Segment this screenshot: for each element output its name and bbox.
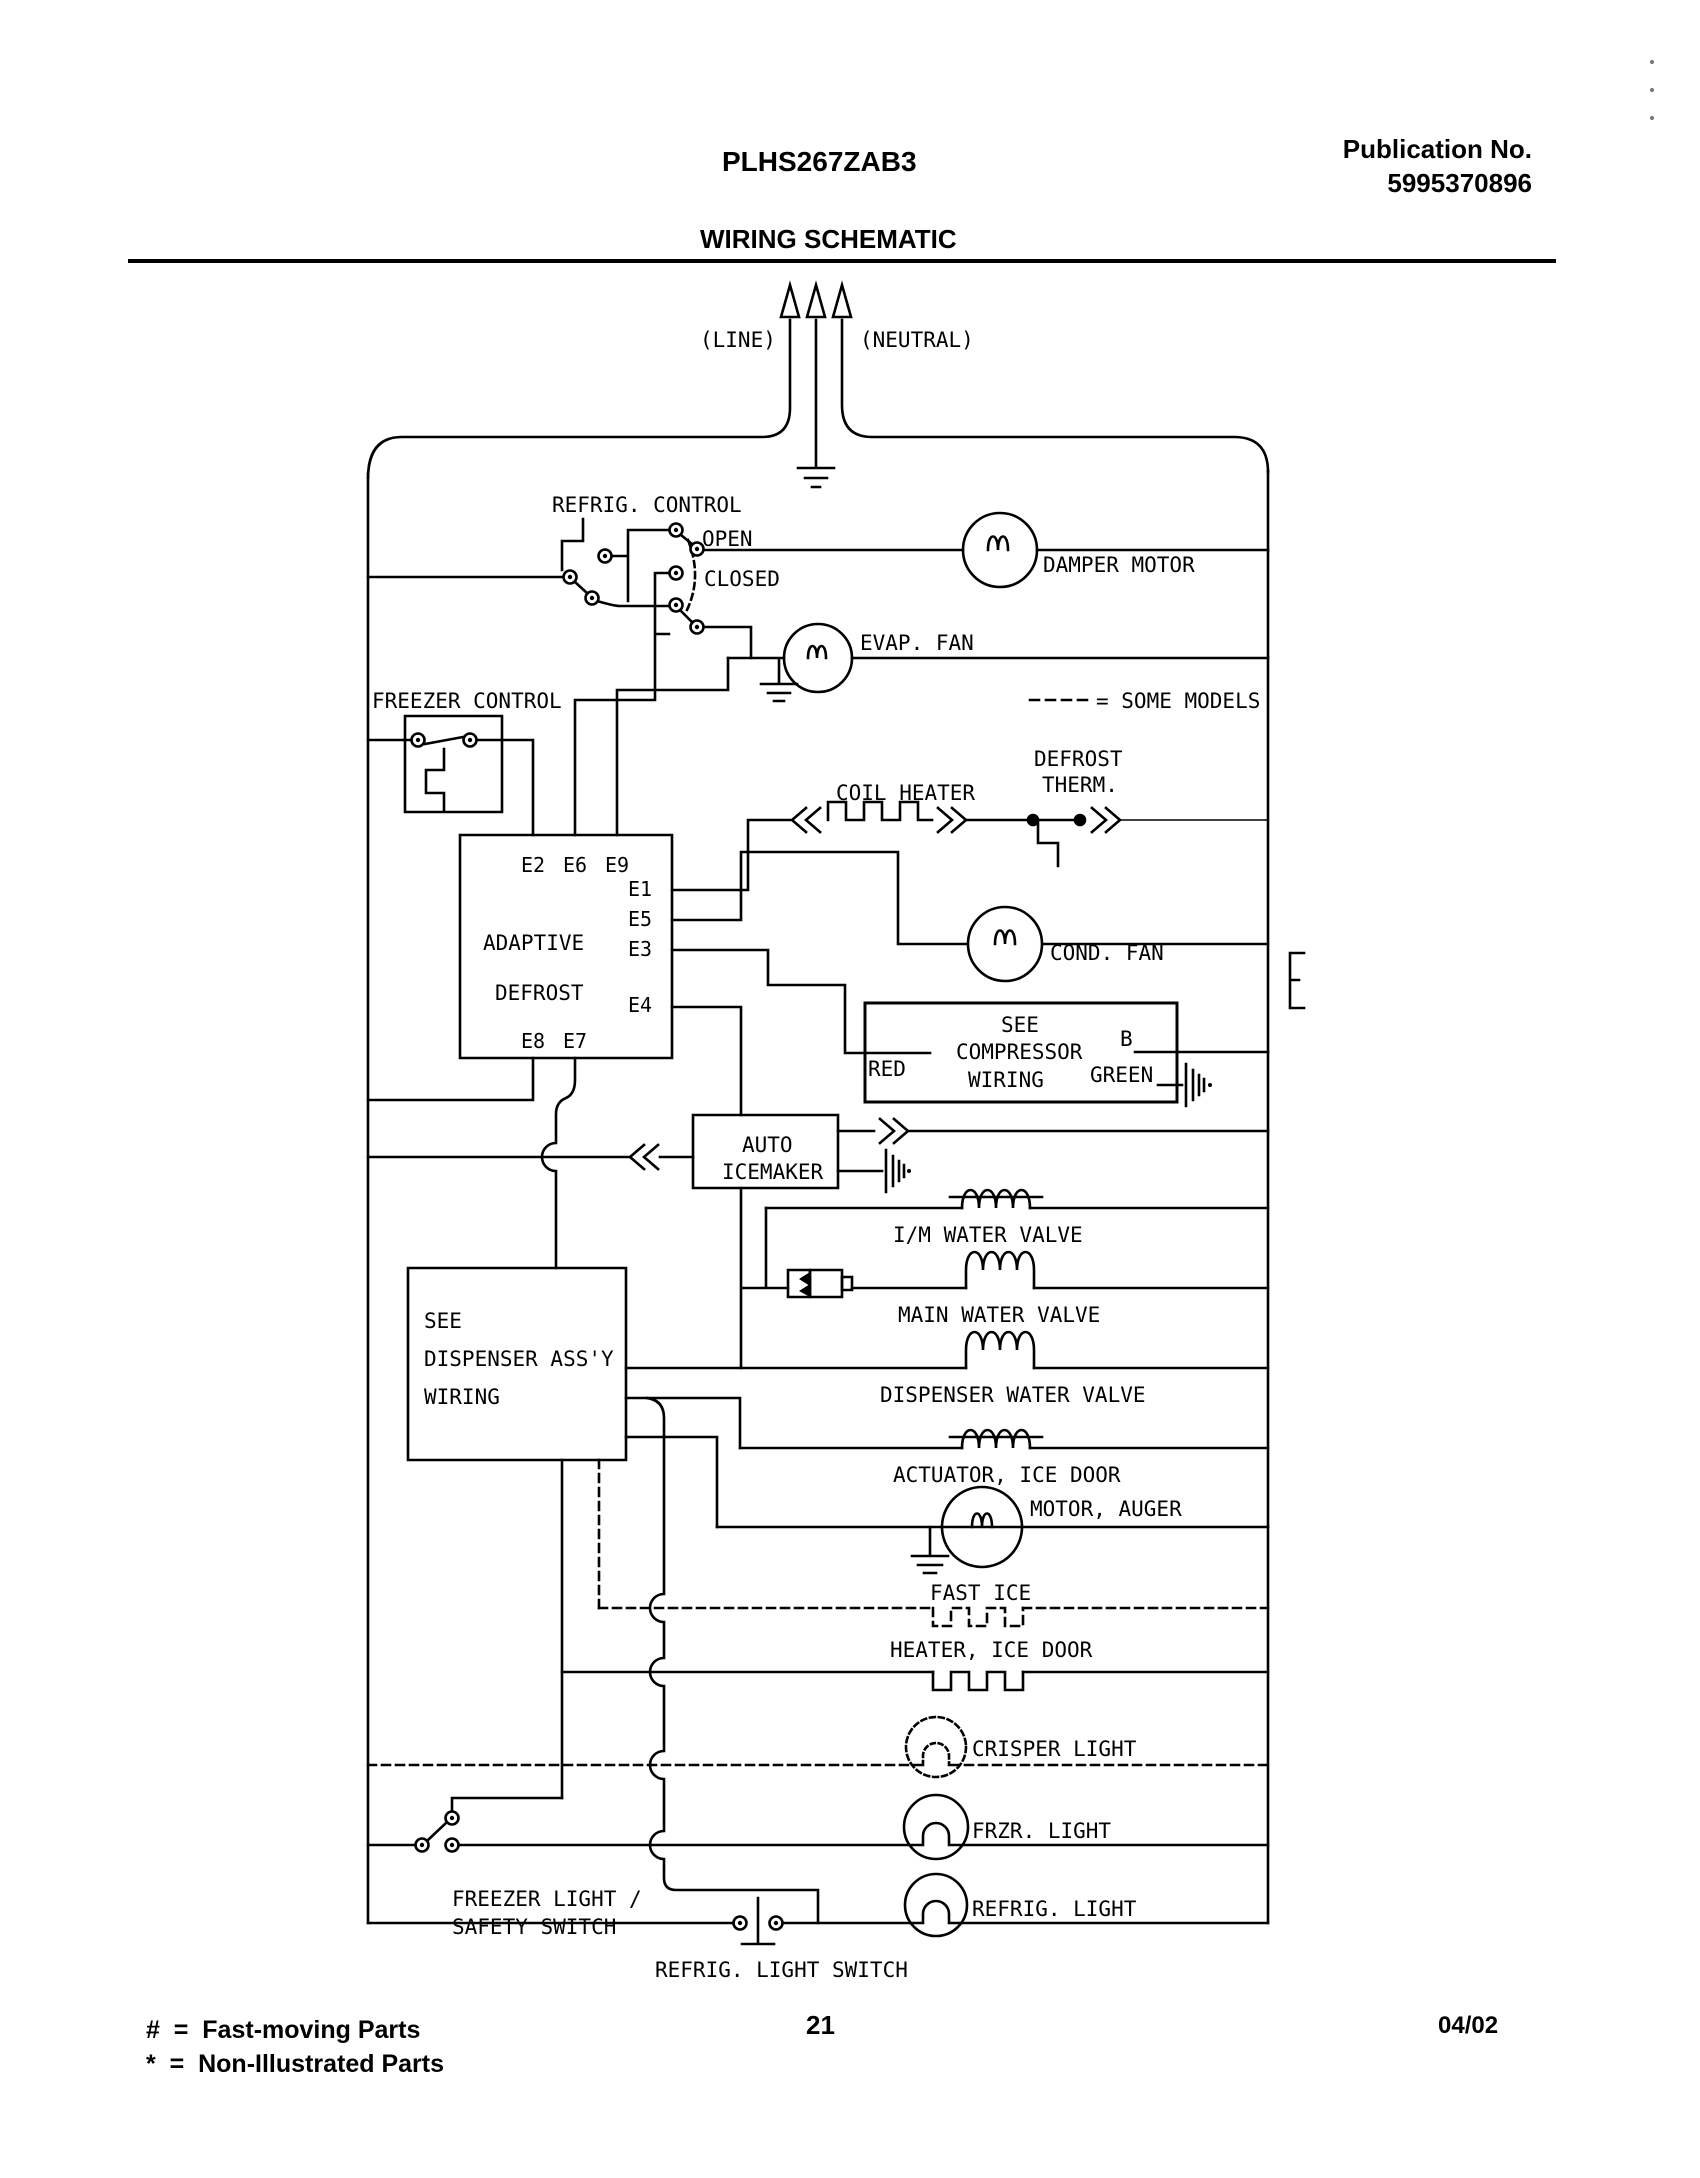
- main-water-valve-symbol: [788, 1252, 1268, 1297]
- freezer-light-safety-switch: [368, 1798, 921, 1852]
- red-wire-label: RED: [868, 1057, 906, 1081]
- chassis-ground-icon: [886, 1150, 904, 1192]
- publication-number: 5995370896: [1387, 168, 1532, 198]
- title-rule: [128, 259, 1556, 263]
- pin-e6: E6: [563, 853, 587, 877]
- publication-label: Publication No.: [1342, 134, 1532, 164]
- coil-heater-label: COIL HEATER: [836, 781, 975, 805]
- earth-ground-icon: [798, 468, 834, 487]
- lights-feeder-wire: [647, 1398, 818, 1923]
- defrost-therm-label-2: THERM.: [1042, 773, 1118, 797]
- publication-date: 04/02: [1438, 2012, 1499, 2039]
- damper-motor-symbol: [963, 513, 1037, 587]
- freezer-light-safety-label-1: FREEZER LIGHT /: [452, 1887, 642, 1911]
- evap-fan-label: EVAP. FAN: [860, 631, 974, 655]
- pin-e8: E8: [521, 1029, 545, 1053]
- green-wire-label: GREEN: [1090, 1063, 1153, 1087]
- cond-fan-symbol: [968, 907, 1268, 981]
- compressor-label-2: COMPRESSOR: [956, 1040, 1083, 1064]
- adaptive-defrost-label-1: ADAPTIVE: [483, 931, 584, 955]
- refrig-light-symbol: [905, 1874, 1268, 1936]
- pin-e9: E9: [605, 853, 629, 877]
- fast-moving-legend: # = Fast-moving Parts: [146, 2016, 421, 2044]
- im-water-valve-label: I/M WATER VALVE: [893, 1223, 1083, 1247]
- crisper-light-symbol: [368, 1717, 1268, 1777]
- defrost-therm-symbol: [966, 808, 1268, 866]
- adaptive-defrost-box: [368, 820, 966, 1268]
- freezer-light-safety-label-2: SAFETY SWITCH: [452, 1915, 616, 1939]
- frzr-light-symbol: [904, 1795, 1268, 1859]
- heater-ice-door-symbol: [562, 1460, 1268, 1798]
- open-label: OPEN: [702, 527, 753, 551]
- page-number: 21: [806, 2010, 835, 2040]
- closed-label: CLOSED: [704, 567, 780, 591]
- scan-speck: [1650, 116, 1654, 120]
- connector-bracket-icon: [1290, 953, 1304, 1008]
- adaptive-defrost-label-2: DEFROST: [495, 981, 584, 1005]
- pin-e5: E5: [628, 907, 652, 931]
- dispenser-box-label-2: DISPENSER ASS'Y: [424, 1347, 614, 1371]
- non-illustrated-legend: * = Non-Illustrated Parts: [146, 2050, 444, 2078]
- cond-fan-label: COND. FAN: [1050, 941, 1164, 965]
- b-wire-label: B: [1120, 1027, 1133, 1051]
- scan-speck: [1650, 60, 1654, 64]
- chassis-ground-icon: [1186, 1064, 1204, 1106]
- main-water-valve-label: MAIN WATER VALVE: [898, 1303, 1100, 1327]
- damper-motor-label: DAMPER MOTOR: [1043, 553, 1195, 577]
- heater-ice-door-label: HEATER, ICE DOOR: [890, 1638, 1093, 1662]
- auto-icemaker-label-1: AUTO: [742, 1133, 793, 1157]
- power-entry-wires: [368, 285, 1268, 487]
- freezer-control-symbol: [368, 716, 533, 835]
- dispenser-box-label-3: WIRING: [424, 1385, 500, 1409]
- earth-ground-icon: [912, 1527, 948, 1573]
- refrig-light-switch-symbol: [368, 1898, 921, 1944]
- compressor-label-3: WIRING: [968, 1068, 1044, 1092]
- dispenser-assy-box: [408, 1268, 626, 1460]
- actuator-ice-door-label: ACTUATOR, ICE DOOR: [893, 1463, 1121, 1487]
- im-water-valve-symbol: [766, 1190, 1268, 1208]
- pin-e2: E2: [521, 853, 545, 877]
- model-number: PLHS267ZAB3: [722, 146, 917, 177]
- refrig-light-switch-label: REFRIG. LIGHT SWITCH: [655, 1958, 908, 1982]
- motor-auger-symbol: [626, 1437, 1268, 1573]
- defrost-therm-label-1: DEFROST: [1034, 747, 1123, 771]
- compressor-label-1: SEE: [1001, 1013, 1039, 1037]
- refrig-light-label: REFRIG. LIGHT: [972, 1897, 1137, 1921]
- dispenser-water-valve-symbol: [626, 1332, 1268, 1368]
- motor-auger-label: MOTOR, AUGER: [1030, 1497, 1182, 1521]
- auto-icemaker-symbol: [368, 1115, 1268, 1368]
- pin-e3: E3: [628, 937, 652, 961]
- fast-ice-label: FAST ICE: [930, 1581, 1031, 1605]
- fast-ice-symbol: [599, 1460, 1268, 1626]
- coil-heater-symbol: [792, 802, 966, 832]
- frzr-light-label: FRZR. LIGHT: [972, 1819, 1111, 1843]
- evap-fan-symbol: [617, 624, 1268, 835]
- pin-e7: E7: [563, 1029, 587, 1053]
- line-label: (LINE): [700, 328, 776, 352]
- dispenser-box-label-1: SEE: [424, 1309, 462, 1333]
- neutral-label: (NEUTRAL): [860, 328, 974, 352]
- compressor-box: [865, 953, 1304, 1106]
- pin-e1: E1: [628, 877, 652, 901]
- crisper-light-label: CRISPER LIGHT: [972, 1737, 1137, 1761]
- pin-e4: E4: [628, 993, 652, 1017]
- refrig-control-label: REFRIG. CONTROL: [552, 493, 742, 517]
- auto-icemaker-label-2: ICEMAKER: [722, 1160, 824, 1184]
- scan-speck: [1650, 88, 1654, 92]
- page-title: WIRING SCHEMATIC: [700, 224, 957, 254]
- refrig-control-switch: [368, 519, 1268, 835]
- some-models-label: = SOME MODELS: [1096, 689, 1260, 713]
- actuator-ice-door-symbol: [626, 1398, 1268, 1448]
- freezer-control-label: FREEZER CONTROL: [372, 689, 562, 713]
- bus-wires: [368, 470, 1268, 1923]
- dispenser-water-valve-label: DISPENSER WATER VALVE: [880, 1383, 1146, 1407]
- earth-ground-icon: [761, 659, 797, 701]
